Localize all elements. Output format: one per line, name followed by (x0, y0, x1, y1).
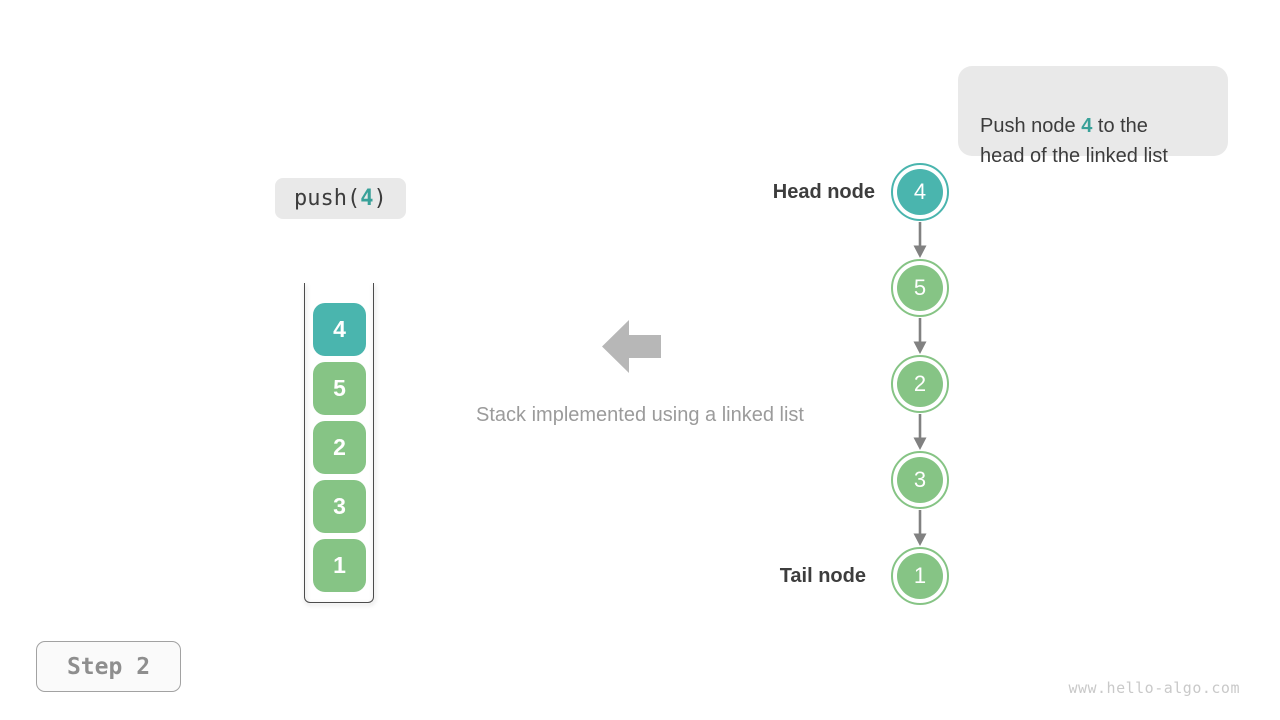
callout-highlight-value: 4 (1081, 115, 1093, 137)
list-arrow-down-icon (913, 318, 927, 354)
list-node-value: 4 (897, 169, 943, 215)
list-node-highlight: 4 (891, 163, 949, 221)
linked-list: 4 5 2 3 1 (891, 163, 949, 605)
list-node: 5 (891, 259, 949, 317)
list-node-value: 5 (897, 265, 943, 311)
stack-node: 1 (313, 539, 366, 592)
stack-node-highlight: 4 (313, 303, 366, 356)
operation-suffix: ) (373, 186, 387, 211)
operation-prefix: push( (294, 186, 361, 211)
callout-text-prefix: Push node (980, 115, 1082, 137)
stack-node: 3 (313, 480, 366, 533)
caption-text: Stack implemented using a linked list (476, 404, 804, 426)
stack-container-frame (304, 283, 374, 603)
list-node: 2 (891, 355, 949, 413)
left-block-arrow-icon (602, 320, 661, 373)
tail-node-label: Tail node (779, 565, 866, 587)
list-node-value: 2 (897, 361, 943, 407)
step-badge: Step 2 (36, 641, 181, 692)
list-node: 1 (891, 547, 949, 605)
operation-label: push(4) (275, 178, 406, 219)
list-arrow-down-icon (913, 510, 927, 546)
callout-text-suffix: to the head of the linked list (980, 115, 1168, 167)
list-arrow-down-icon (913, 222, 927, 258)
list-node-value: 1 (897, 553, 943, 599)
list-node-value: 3 (897, 457, 943, 503)
stack-items: 4 5 2 3 1 (313, 303, 366, 592)
stack-node: 5 (313, 362, 366, 415)
operation-arg: 4 (360, 186, 374, 211)
head-node-label: Head node (772, 181, 875, 203)
callout-bubble: Push node 4 to the head of the linked li… (958, 66, 1228, 167)
watermark: www.hello-algo.com (1068, 679, 1240, 697)
list-node: 3 (891, 451, 949, 509)
stack-node: 2 (313, 421, 366, 474)
list-arrow-down-icon (913, 414, 927, 450)
